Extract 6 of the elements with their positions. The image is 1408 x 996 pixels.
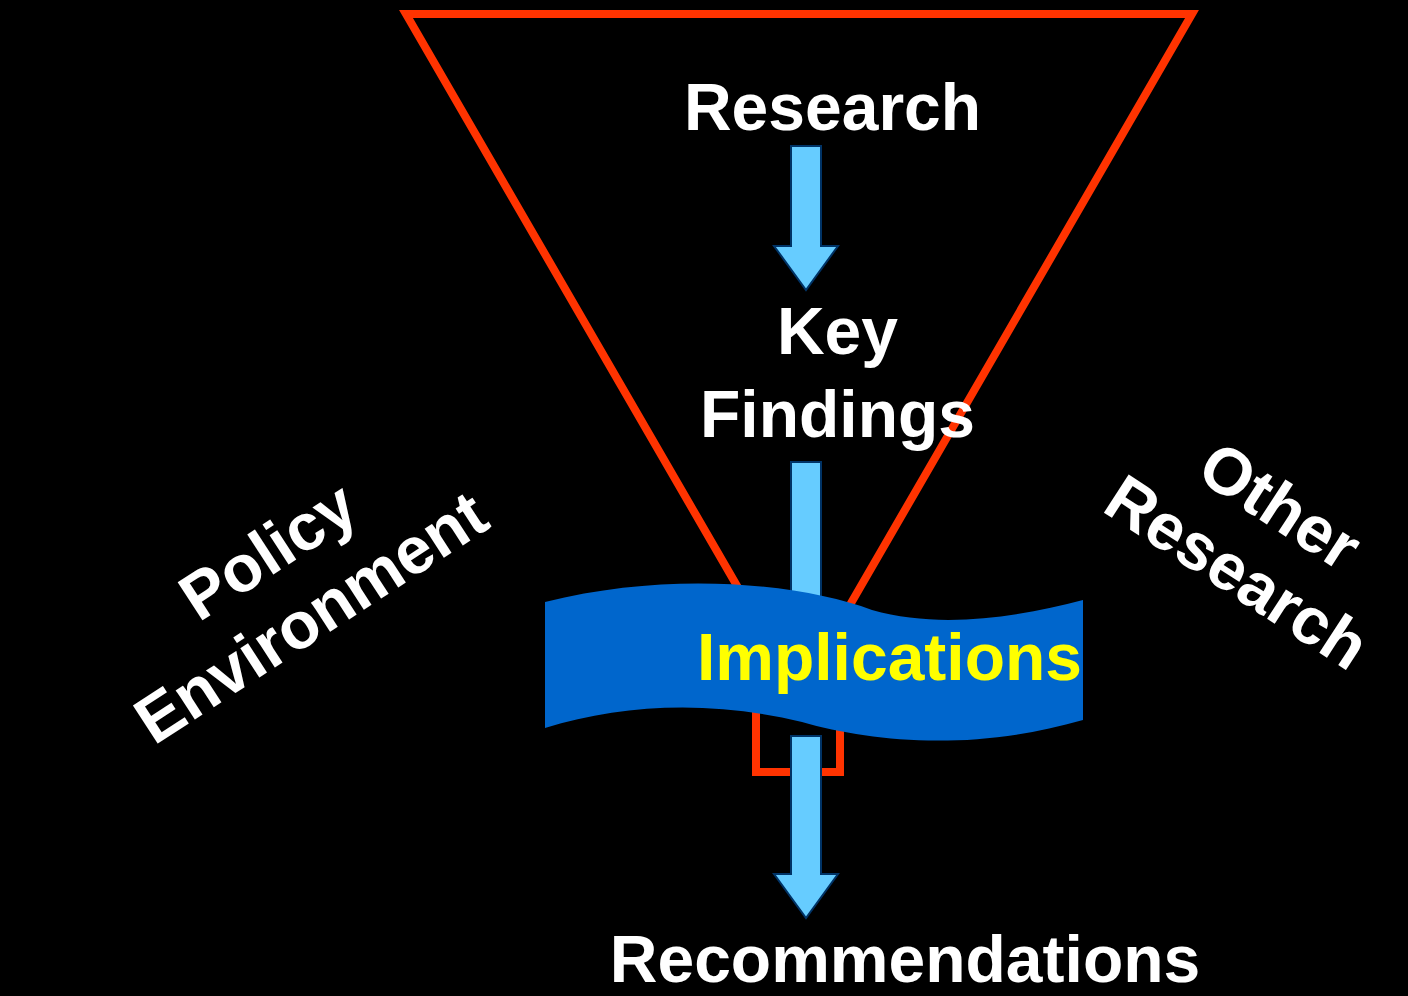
block-arrow — [772, 735, 840, 920]
node-text: Research — [682, 69, 983, 146]
banner-text: Implications — [696, 619, 1082, 696]
node-text: Recommendations — [608, 921, 1202, 996]
block-arrow — [790, 461, 822, 599]
block-arrow — [772, 145, 840, 292]
